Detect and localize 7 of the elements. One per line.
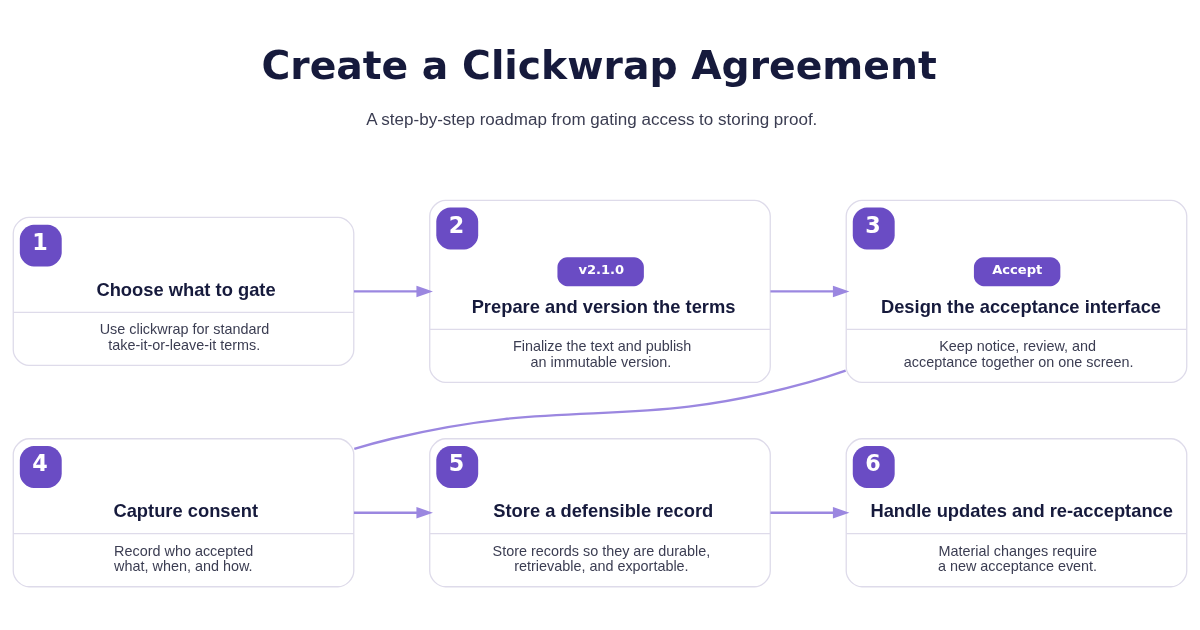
arrow	[770, 506, 850, 519]
connector	[353, 369, 847, 450]
arrow	[770, 285, 850, 298]
diagram-title: Create a Clickwrap Agreement	[261, 42, 937, 88]
label: A step-by-step roadmap from gating access to storing proof.	[366, 109, 818, 129]
arrow	[353, 285, 433, 298]
arrow	[353, 506, 433, 519]
